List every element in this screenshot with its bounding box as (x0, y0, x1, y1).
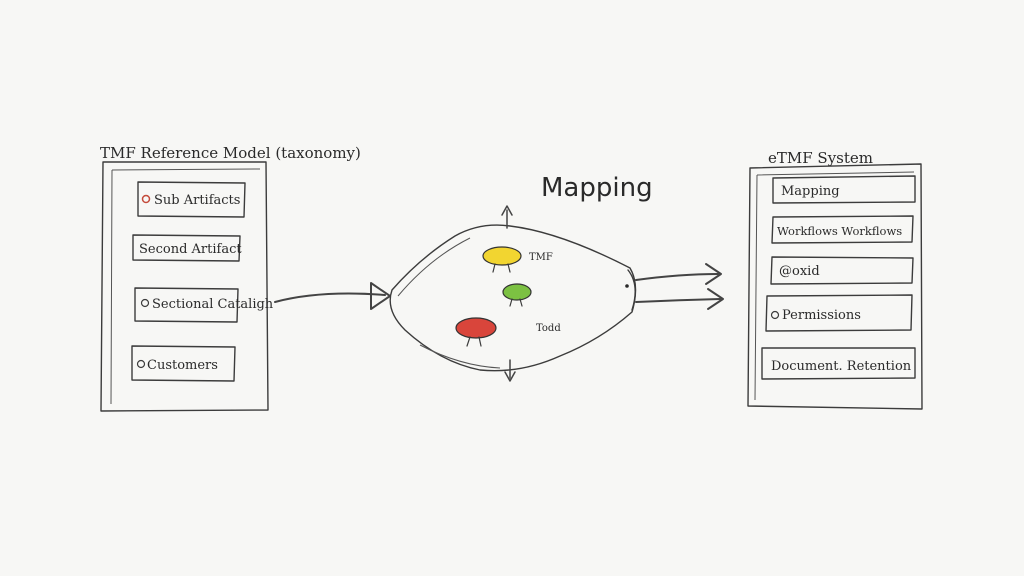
left-panel-title: TMF Reference Model (taxonomy) (100, 144, 361, 162)
circle-bullet-icon (136, 359, 146, 369)
left-panel: TMF Reference Model (taxonomy) Sub Artif… (100, 144, 361, 412)
right-item-4-box (765, 294, 913, 332)
circle-bullet-icon (140, 298, 150, 308)
left-item-4-box (131, 345, 236, 382)
arrow-left-to-mapping (274, 282, 391, 310)
right-panel-title: eTMF System (768, 149, 873, 167)
right-item-3-label: @oxid (779, 264, 820, 279)
yellow-node-icon (482, 246, 522, 266)
left-item-4-label: Customers (147, 358, 218, 373)
port-dot-icon (625, 284, 629, 288)
left-panel-frame-inner (110, 168, 261, 405)
left-item-1-label: Sub Artifacts (154, 193, 240, 208)
arrow-right-line-2 (635, 298, 721, 303)
left-item-2-box (132, 234, 241, 262)
mapping-node-todd[interactable]: Todd (455, 317, 561, 347)
arrow-right-head-1 (705, 263, 722, 285)
left-panel-frame (100, 161, 269, 412)
left-item-3[interactable]: Sectional Cataligh (134, 287, 274, 323)
right-item-1-box (772, 175, 916, 204)
arrow-left-line (274, 292, 386, 303)
right-item-3-box (770, 256, 914, 285)
circle-bullet-icon (141, 194, 151, 204)
mapping-node-tmf[interactable]: TMF (482, 246, 553, 273)
arrow-right-head-2 (707, 288, 724, 310)
mapping-node-tmf-label: TMF (529, 252, 553, 263)
right-panel: eTMF System Mapping Workflows Workflows … (747, 149, 923, 410)
down-arrow-icon (504, 359, 516, 382)
right-item-2-box (771, 215, 914, 244)
mapping-node-todd-label: Todd (536, 323, 561, 334)
left-item-3-box (134, 287, 239, 323)
red-node-icon (455, 317, 497, 339)
arrow-right-line-1 (635, 273, 719, 281)
left-item-1-box (137, 181, 246, 218)
circle-bullet-icon (770, 310, 780, 320)
left-item-1[interactable]: Sub Artifacts (137, 181, 246, 218)
right-panel-frame-inner (754, 171, 915, 401)
right-item-4[interactable]: Permissions (765, 294, 913, 332)
right-item-5[interactable]: Document. Retention (761, 347, 916, 380)
green-node-icon (502, 283, 532, 301)
mapping-title: Mapping (541, 173, 653, 203)
arrows-mapping-to-right (635, 263, 724, 310)
mapping-area: Mapping TMF (389, 173, 653, 382)
right-item-2[interactable]: Workflows Workflows (771, 215, 914, 244)
mapping-blob-inner (397, 237, 501, 369)
mapping-node-green[interactable] (502, 283, 532, 307)
left-item-2-label: Second Artifact (139, 242, 242, 257)
up-arrow-icon (501, 205, 513, 229)
right-item-1-label: Mapping (781, 184, 840, 199)
right-item-5-box (761, 347, 916, 380)
right-item-5-label: Document. Retention (771, 359, 912, 374)
arrow-left-head (370, 282, 391, 310)
right-item-3[interactable]: @oxid (770, 256, 914, 285)
right-panel-frame (747, 163, 923, 410)
left-item-3-label: Sectional Cataligh (152, 297, 274, 312)
left-item-4[interactable]: Customers (131, 345, 236, 382)
right-item-2-label: Workflows Workflows (777, 224, 902, 238)
right-item-4-label: Permissions (782, 308, 861, 323)
mapping-port (627, 269, 636, 311)
right-item-1[interactable]: Mapping (772, 175, 916, 204)
left-item-2[interactable]: Second Artifact (132, 234, 242, 262)
